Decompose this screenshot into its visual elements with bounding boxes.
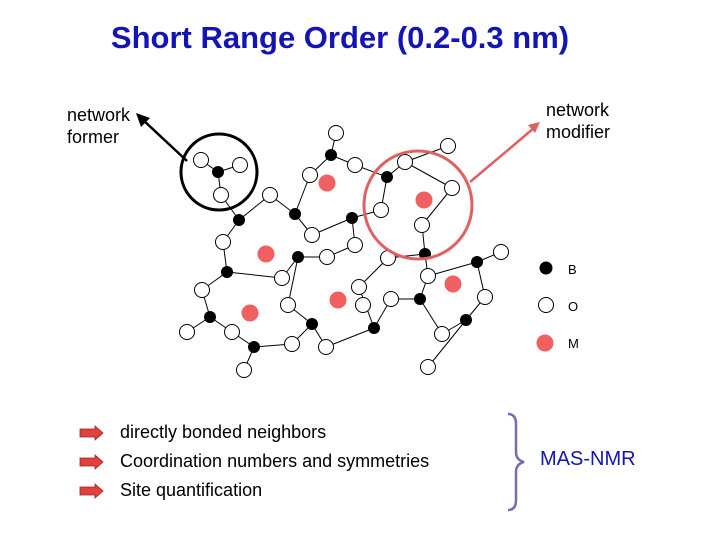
oxygen-atom	[347, 157, 363, 173]
oxygen-atom	[397, 154, 413, 170]
bond-line	[427, 319, 467, 368]
bullet-text-2: Coordination numbers and symmetries	[120, 451, 430, 471]
network-former-label: network former	[67, 104, 130, 148]
oxygen-atom	[434, 326, 450, 342]
boron-atom	[368, 322, 380, 334]
bullet-arrow-icon	[79, 454, 104, 470]
oxygen-atom	[444, 180, 460, 196]
bond-line	[427, 261, 478, 277]
mas-nmr-label: MAS-NMR	[540, 448, 636, 470]
oxygen-atom	[420, 268, 436, 284]
slide-title: Short Range Order (0.2-0.3 nm)	[110, 20, 570, 55]
oxygen-atom	[440, 138, 456, 154]
boron-atom	[471, 256, 483, 268]
oxygen-atom	[477, 289, 493, 305]
oxygen-atom	[194, 282, 210, 298]
oxygen-atom	[347, 237, 363, 253]
modifier-atom	[415, 191, 433, 209]
oxygen-atom	[280, 297, 296, 313]
boron-atom	[233, 214, 245, 226]
oxygen-atom	[284, 336, 300, 352]
network-modifier-line-2: modifier	[546, 122, 611, 142]
bond-line	[325, 327, 375, 348]
oxygen-atom	[213, 187, 229, 203]
modifier-atom	[257, 245, 275, 263]
legend-symbol-o	[538, 297, 554, 313]
former-highlight-circle	[179, 132, 259, 212]
oxygen-atom	[414, 217, 430, 233]
network-former-line-2: former	[67, 127, 120, 147]
oxygen-atom	[420, 359, 436, 375]
oxygen-atom	[274, 270, 290, 286]
bullet-text-3: Site quantification	[120, 480, 263, 500]
bond-line	[226, 271, 283, 279]
modifier-atom	[241, 304, 259, 322]
oxygen-atom	[236, 362, 252, 378]
former-arrow-line	[141, 118, 188, 162]
boron-atom	[221, 266, 233, 278]
oxygen-atom	[224, 324, 240, 340]
oxygen-atom	[215, 234, 231, 250]
legend-symbol-m	[536, 334, 554, 352]
legend	[536, 261, 554, 352]
boron-atom	[212, 166, 224, 178]
boron-atom	[248, 341, 260, 353]
oxygen-atom	[383, 291, 399, 307]
boron-atom	[414, 293, 426, 305]
bullet-arrow-icon	[79, 425, 104, 441]
modifier-atom	[318, 174, 336, 192]
boron-atom	[289, 208, 301, 220]
oxygen-atom	[304, 227, 320, 243]
boron-atom	[460, 314, 472, 326]
boron-atom	[346, 212, 358, 224]
right-brace	[507, 412, 525, 512]
oxygen-atom	[373, 202, 389, 218]
legend-symbol-b	[539, 261, 553, 275]
bullet-arrows	[79, 412, 525, 512]
network-former-line-1: network	[67, 105, 131, 125]
network-modifier-line-1: network	[546, 100, 610, 120]
boron-atom	[306, 318, 318, 330]
bond-line	[404, 161, 453, 189]
modifier-arrowhead	[528, 122, 540, 133]
network-modifier-label: network modifier	[546, 99, 610, 143]
boron-atom	[381, 171, 393, 183]
modifier-atom	[444, 275, 462, 293]
legend-label-o: O	[568, 299, 579, 314]
oxygen-atom	[262, 187, 278, 203]
boron-atom	[204, 311, 216, 323]
oxygen-atom	[179, 324, 195, 340]
bullet-text-1: directly bonded neighbors	[120, 422, 327, 442]
bond-line	[287, 256, 299, 306]
oxygen-atom	[328, 125, 344, 141]
overlay	[136, 113, 540, 261]
boron-atom	[325, 149, 337, 161]
modifier-highlight-circle	[362, 149, 474, 261]
modifier-arrow-line	[469, 127, 535, 183]
legend-label-m: M	[568, 336, 579, 351]
oxygen-atom	[319, 249, 335, 265]
oxygen-atom	[351, 279, 367, 295]
atoms	[179, 125, 509, 378]
modifier-atom	[329, 291, 347, 309]
oxygen-atom	[302, 167, 318, 183]
oxygen-atom	[318, 339, 334, 355]
oxygen-atom	[355, 297, 371, 313]
oxygen-atom	[232, 157, 248, 173]
bullet-arrow-icon	[79, 483, 104, 499]
legend-label-b: B	[568, 262, 577, 277]
oxygen-atom	[493, 244, 509, 260]
boron-atom	[292, 251, 304, 263]
former-arrowhead	[136, 113, 150, 127]
oxygen-atom	[193, 152, 209, 168]
